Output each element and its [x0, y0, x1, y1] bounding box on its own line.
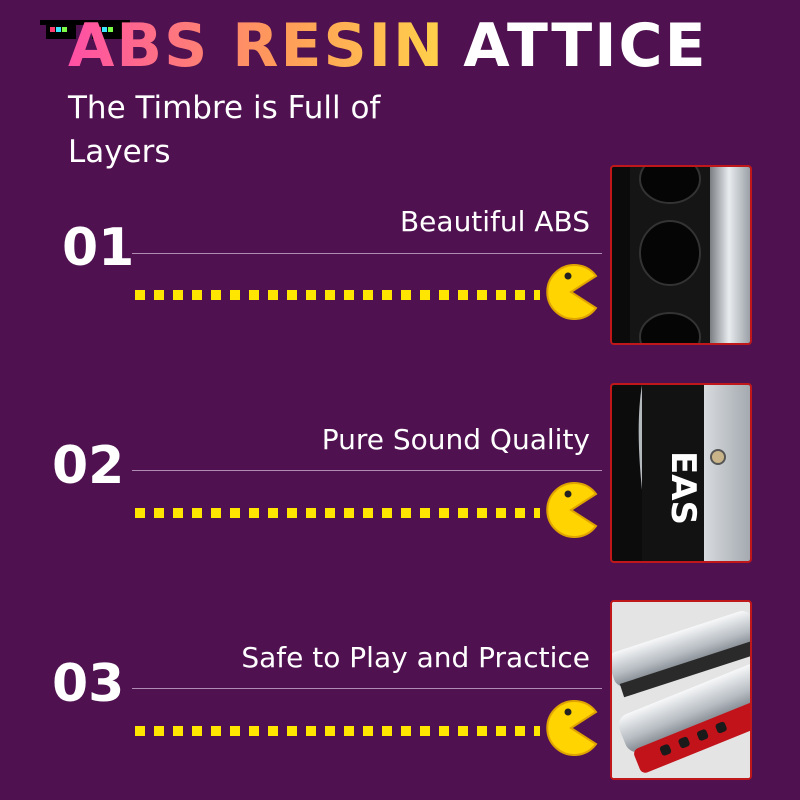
dotted-trail-02 — [135, 508, 540, 518]
subtitle: The Timbre is Full of Layers — [68, 90, 381, 170]
feature-divider-03 — [132, 688, 602, 689]
pacman-icon — [546, 264, 598, 320]
feature-label-02: Pure Sound Quality — [321, 423, 590, 456]
pacman-icon — [546, 700, 598, 756]
title-rest: ATTICE — [463, 11, 708, 81]
harmonicas-image — [612, 602, 750, 778]
feature-number-01: 01 — [62, 218, 135, 278]
brand-side-image: EAS — [612, 385, 750, 561]
pixel-sunglasses-icon — [40, 20, 130, 39]
pacman-icon — [546, 482, 598, 538]
title-highlight: ABS RESIN — [68, 11, 446, 81]
dotted-trail-03 — [135, 726, 540, 736]
feature-divider-01 — [132, 253, 602, 254]
feature-divider-02 — [132, 470, 602, 471]
photo-brand-side: EAS — [610, 383, 752, 563]
feature-label-03: Safe to Play and Practice — [241, 641, 590, 674]
photo-harmonicas — [610, 600, 752, 780]
feature-label-01: Beautiful ABS — [399, 205, 590, 238]
brand-text: EAS — [663, 451, 703, 525]
feature-number-03: 03 — [52, 654, 125, 714]
feature-number-02: 02 — [52, 436, 125, 496]
abs-comb-image — [612, 167, 750, 343]
photo-abs-comb — [610, 165, 752, 345]
dotted-trail-01 — [135, 290, 540, 300]
